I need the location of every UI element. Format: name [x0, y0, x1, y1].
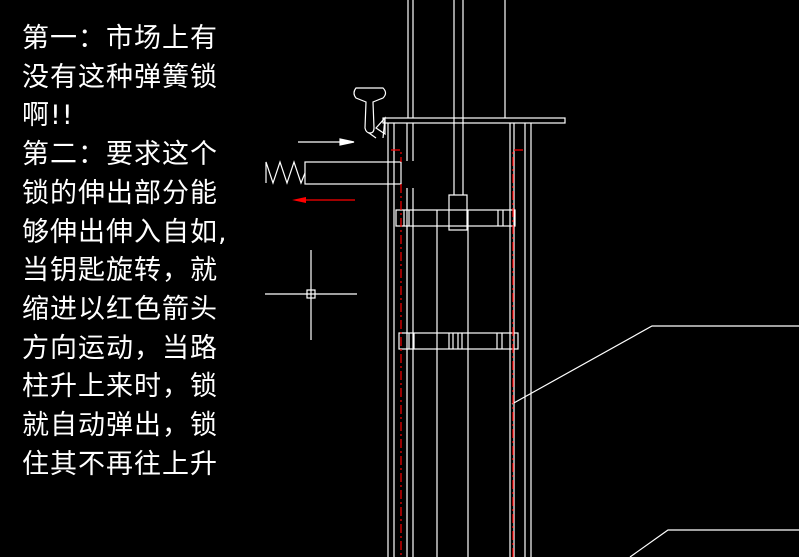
upper-collar	[395, 209, 516, 227]
red-dashed-profiles	[391, 149, 523, 557]
note-line: 够伸出伸入自如,	[22, 216, 228, 248]
note-line: 住其不再往上升	[22, 448, 218, 480]
key-handle	[353, 87, 387, 139]
note-line: 第二：要求这个	[22, 139, 218, 171]
note-line: 缩进以红色箭头	[22, 293, 218, 325]
spring	[265, 160, 306, 185]
crosshair-cursor	[265, 250, 357, 340]
center-pillar	[436, 210, 469, 557]
note-line: 没有这种弹簧锁	[22, 61, 218, 93]
note-line: 啊!!	[22, 100, 74, 132]
extend-arrow	[298, 138, 355, 146]
note-line: 方向运动，当路	[22, 332, 218, 364]
note-line: 就自动弹出，锁	[22, 410, 218, 442]
inner-sleeve	[406, 123, 515, 557]
leader-contour	[511, 325, 799, 557]
requirement-note: 第一：市场上有 没有这种弹簧锁 啊!! 第二：要求这个 锁的伸出部分能 够伸出伸…	[22, 20, 262, 484]
outer-housing	[387, 123, 532, 557]
connector-block	[448, 194, 468, 231]
guide-rods	[407, 0, 506, 195]
lock-bolt	[304, 161, 402, 185]
note-line: 柱升上来时，锁	[22, 371, 218, 403]
note-line: 锁的伸出部分能	[22, 177, 218, 209]
lower-collar	[398, 332, 519, 350]
top-flange	[382, 117, 566, 124]
note-line: 第一：市场上有	[22, 23, 218, 54]
note-line: 当钥匙旋转，就	[22, 255, 218, 287]
retract-arrow	[292, 197, 355, 203]
